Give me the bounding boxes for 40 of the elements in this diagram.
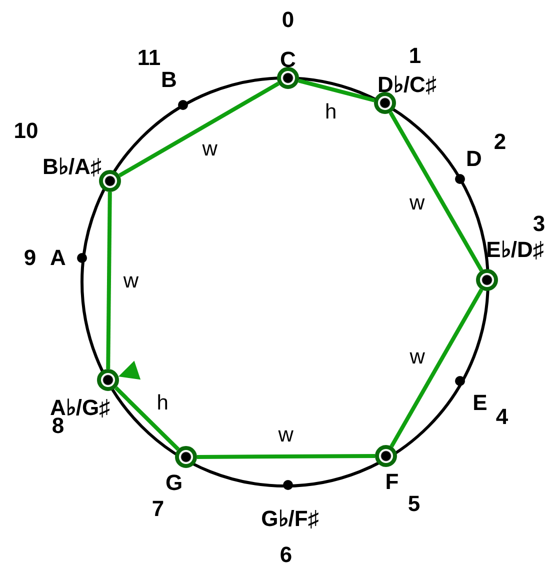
interval-line [114,386,180,451]
note-name: D [466,148,482,170]
pitch-dot [283,480,293,490]
pitch-class-number: 2 [494,131,506,153]
note-name: E♭/D♯ [486,239,544,261]
pitch-class-number: 11 [137,47,161,69]
note-name: G♭/F♯ [261,508,319,530]
pitch-dot [77,253,87,263]
pitch-class-number: 9 [24,247,36,269]
note-name: B [161,69,177,91]
interval-line [298,78,375,102]
note-name: A [50,247,66,269]
circled-pitch-dot [99,170,121,192]
interval-line [388,112,484,272]
pitch-class-number: 1 [408,45,422,67]
note-name: C [280,49,296,71]
pitch-dot [455,376,465,386]
note-name: D♭/C♯ [378,74,436,96]
pitch-class-number: 3 [532,213,546,235]
pitch-class-number: 0 [282,9,294,31]
pitch-dot [178,100,188,110]
pitch-class-number: 6 [280,544,292,565]
pitch-class-number: 5 [408,493,420,515]
note-name: G [165,472,183,494]
circled-pitch-dot [375,445,397,467]
circled-pitch-dot [97,369,119,391]
interval-line [196,454,376,459]
pitch-dot [455,174,465,184]
circled-pitch-dot [476,269,498,291]
interval-line [118,82,280,178]
pitch-class-number: 7 [152,498,164,520]
note-name: B♭/A♯ [42,156,102,178]
circled-pitch-dot [175,446,197,468]
circled-pitch-dot [277,67,299,89]
pitch-class-number: 10 [14,120,38,142]
pitch-class-number: 4 [496,406,508,428]
interval-line [106,192,112,370]
interval-line [390,288,484,448]
note-name: F [385,471,399,493]
note-name: E [472,392,488,414]
